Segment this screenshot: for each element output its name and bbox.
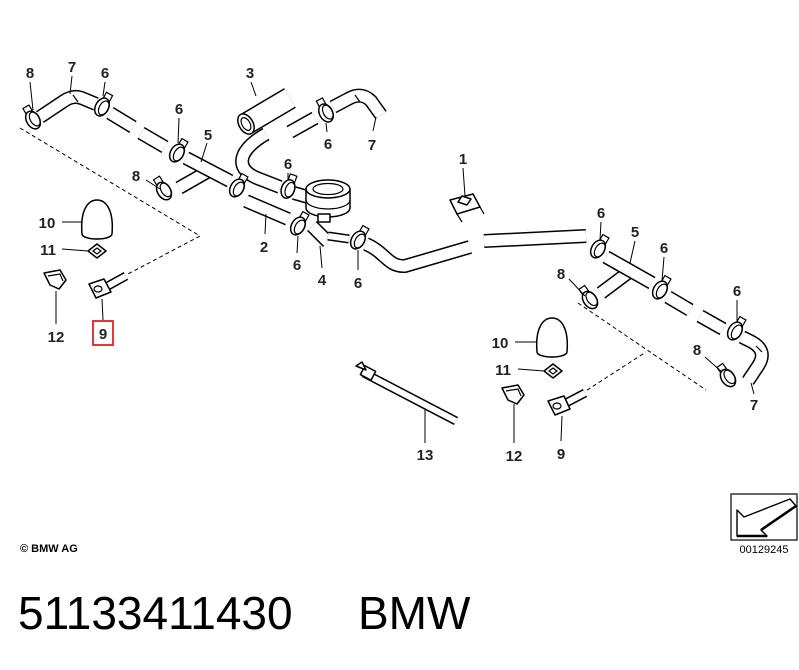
- callout-13[interactable]: 13: [417, 447, 434, 464]
- callout-6[interactable]: 6: [660, 240, 668, 257]
- clamp-8: [19, 103, 45, 133]
- callout-10[interactable]: 10: [39, 215, 56, 232]
- pump-4: [312, 213, 349, 242]
- washer-11-left: [87, 243, 107, 259]
- arrow-down-left-icon: [730, 493, 798, 541]
- clamp-8: [713, 361, 740, 391]
- elbow-7-right: [742, 337, 762, 381]
- callout-3[interactable]: 3: [246, 65, 254, 82]
- cable-tie-13: [355, 361, 456, 421]
- clamp-6: [286, 209, 312, 239]
- callout-9-highlighted[interactable]: 9: [99, 326, 107, 343]
- bracket-12-left: [43, 269, 67, 290]
- callout-11[interactable]: 11: [495, 362, 511, 379]
- hose-3: [234, 98, 290, 137]
- cap-10-right: [535, 317, 569, 358]
- hose-loop: [242, 134, 308, 197]
- callout-8[interactable]: 8: [557, 266, 565, 283]
- highlight-box: [92, 320, 114, 346]
- long-hose: [366, 236, 586, 266]
- callout-12[interactable]: 12: [506, 448, 523, 465]
- hose-segment-r-1: [668, 297, 690, 310]
- callout-6[interactable]: 6: [284, 156, 292, 173]
- hose-segment-top: [290, 118, 315, 132]
- hose-segment-tl-2: [141, 133, 165, 147]
- dashed-boundary-right: [577, 302, 707, 395]
- elbow-7-left: [40, 95, 96, 117]
- callout-6[interactable]: 6: [293, 257, 301, 274]
- cap-10-left: [80, 199, 114, 240]
- copyright-text: © BMW AG: [20, 543, 78, 555]
- hose-segment-tl-1: [110, 113, 133, 127]
- diagram-id: 00129245: [740, 544, 789, 556]
- callout-11[interactable]: 11: [40, 242, 56, 259]
- bracket-12-right: [501, 384, 525, 405]
- callout-6[interactable]: 6: [101, 65, 109, 82]
- callout-5[interactable]: 5: [204, 127, 212, 144]
- callout-12[interactable]: 12: [48, 329, 65, 346]
- callout-6[interactable]: 6: [354, 275, 362, 292]
- reservoir-valve: [305, 179, 351, 218]
- part-number: 51133411430: [18, 587, 293, 639]
- callout-8[interactable]: 8: [26, 65, 34, 82]
- washer-11-right: [543, 363, 563, 379]
- nozzle-9-right: [547, 389, 588, 416]
- callouts: 8 7 6 3 6 5 6 7 1 8 6 10 6 2 11 5 6 6 4 …: [26, 59, 758, 465]
- brand-name: BMW: [358, 587, 471, 639]
- callout-7[interactable]: 7: [750, 397, 758, 414]
- callout-6[interactable]: 6: [175, 101, 183, 118]
- hose-segment-r-2: [700, 316, 723, 329]
- leader-lines: [29, 75, 755, 443]
- clamp-8: [149, 174, 176, 204]
- callout-8[interactable]: 8: [693, 342, 701, 359]
- callout-2[interactable]: 2: [260, 239, 268, 256]
- elbow-7-top: [333, 95, 381, 115]
- callout-6[interactable]: 6: [597, 205, 605, 222]
- callout-1[interactable]: 1: [459, 151, 467, 168]
- callout-9[interactable]: 9: [557, 446, 565, 463]
- nozzle-9-left: [88, 272, 129, 299]
- t-piece-5-right: [601, 257, 652, 293]
- t-piece-5-left: [179, 158, 230, 188]
- clamp-8: [575, 283, 602, 313]
- callout-6[interactable]: 6: [733, 283, 741, 300]
- callout-10[interactable]: 10: [492, 335, 509, 352]
- callout-6[interactable]: 6: [324, 136, 332, 153]
- callout-7[interactable]: 7: [368, 137, 376, 154]
- clip-1: [449, 193, 485, 223]
- callout-7[interactable]: 7: [68, 59, 76, 76]
- callout-5[interactable]: 5: [631, 224, 639, 241]
- hose-2: [246, 201, 288, 219]
- callout-8[interactable]: 8: [132, 168, 140, 185]
- callout-4[interactable]: 4: [318, 272, 327, 289]
